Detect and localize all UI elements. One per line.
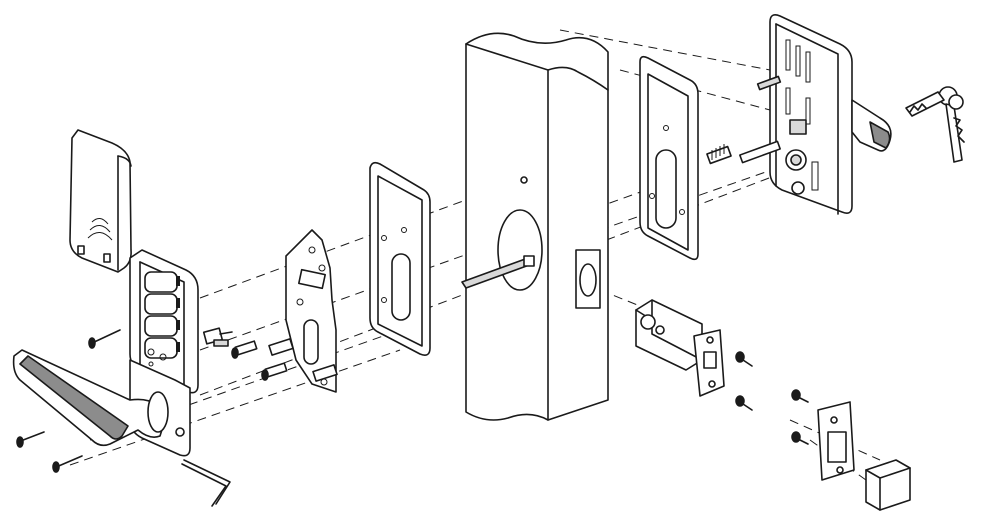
ribbon-connector (706, 144, 732, 165)
interior-unit (706, 14, 853, 215)
latch-bolt (635, 299, 725, 397)
latch-screws (735, 351, 809, 445)
strike-box (865, 459, 911, 511)
strike-plate (817, 401, 855, 481)
screw-7 (735, 395, 753, 411)
screw-6 (735, 351, 753, 367)
exterior-keypad-unit (129, 249, 199, 457)
wire-connector (202, 327, 233, 347)
keys (905, 86, 965, 163)
interior-gasket (639, 55, 699, 261)
exterior-lever-handle (12, 349, 169, 447)
screw-9 (791, 431, 809, 445)
screws-left (16, 329, 288, 473)
screw-3 (52, 455, 83, 473)
spindle (461, 255, 535, 289)
exterior-gasket (369, 161, 431, 356)
screw-4 (231, 340, 258, 359)
hex-key (181, 459, 231, 507)
screw-8 (791, 389, 809, 403)
battery-cover (69, 129, 132, 273)
screw-5 (261, 362, 288, 381)
exterior-mounting-plate (268, 229, 338, 393)
door-slab (465, 32, 609, 421)
interior-lever-handle (851, 99, 892, 152)
battery-cells (144, 271, 180, 359)
screw-1 (88, 329, 121, 349)
screw-2 (16, 431, 45, 448)
